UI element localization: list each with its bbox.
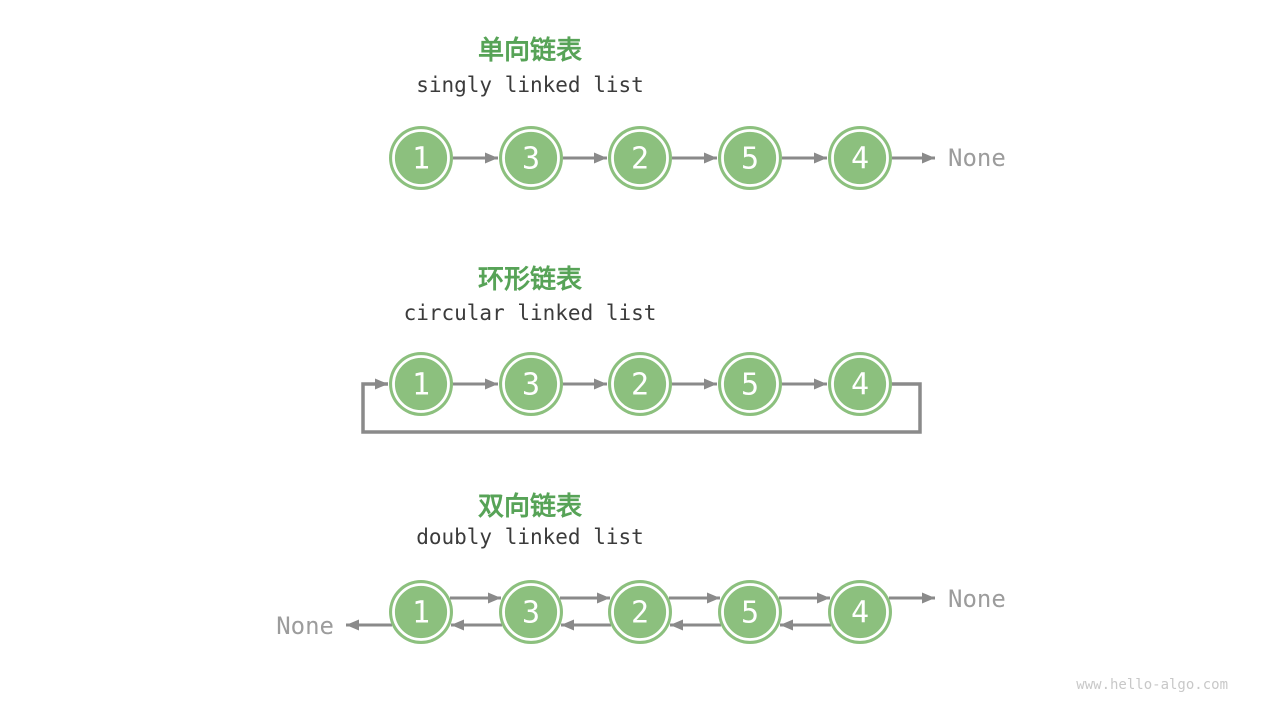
node-inner-ring: [831, 583, 889, 641]
node-inner-ring: [721, 583, 779, 641]
node-circle: [608, 580, 672, 644]
none-label: None: [948, 585, 1006, 613]
watermark: www.hello-algo.com: [1076, 677, 1228, 693]
node-inner-ring: [502, 583, 560, 641]
node-circle: [828, 352, 892, 416]
node-inner-ring: [611, 355, 669, 413]
node-value: 5: [741, 596, 759, 631]
node-circle: [389, 580, 453, 644]
node-inner-ring: [392, 129, 450, 187]
section-title-singly-zh: 单向链表: [477, 36, 583, 66]
node-value: 4: [851, 142, 869, 177]
node-inner-ring: [392, 583, 450, 641]
node-value: 3: [522, 142, 540, 177]
node-value: 3: [522, 368, 540, 403]
node-circle: [718, 352, 782, 416]
node-circle: [828, 126, 892, 190]
node-circle: [389, 352, 453, 416]
node-inner-ring: [721, 129, 779, 187]
node-inner-ring: [502, 355, 560, 413]
section-title-circular-en: circular linked list: [403, 301, 657, 325]
node-value: 1: [412, 596, 430, 631]
node-circle: [718, 126, 782, 190]
node-circle: [718, 580, 782, 644]
node-circle: [389, 126, 453, 190]
node-circle: [499, 126, 563, 190]
node-value: 2: [631, 596, 649, 631]
node-value: 4: [851, 368, 869, 403]
node-circle: [608, 126, 672, 190]
node-inner-ring: [502, 129, 560, 187]
node-value: 1: [412, 368, 430, 403]
node-inner-ring: [611, 583, 669, 641]
node-value: 2: [631, 368, 649, 403]
node-circle: [828, 580, 892, 644]
node-value: 4: [851, 596, 869, 631]
section-title-doubly-zh: 双向链表: [477, 492, 583, 522]
node-value: 1: [412, 142, 430, 177]
section-title-circular-zh: 环形链表: [477, 265, 583, 295]
node-value: 3: [522, 596, 540, 631]
node-value: 2: [631, 142, 649, 177]
node-circle: [499, 352, 563, 416]
node-inner-ring: [721, 355, 779, 413]
node-inner-ring: [611, 129, 669, 187]
section-title-doubly-en: doubly linked list: [416, 525, 644, 549]
node-inner-ring: [831, 129, 889, 187]
node-inner-ring: [831, 355, 889, 413]
none-label: None: [948, 144, 1006, 172]
none-label: None: [276, 612, 334, 640]
section-title-singly-en: singly linked list: [416, 73, 644, 97]
node-value: 5: [741, 368, 759, 403]
node-circle: [499, 580, 563, 644]
node-inner-ring: [392, 355, 450, 413]
circular-loop-arrow: [361, 378, 922, 434]
node-circle: [608, 352, 672, 416]
node-value: 5: [741, 142, 759, 177]
